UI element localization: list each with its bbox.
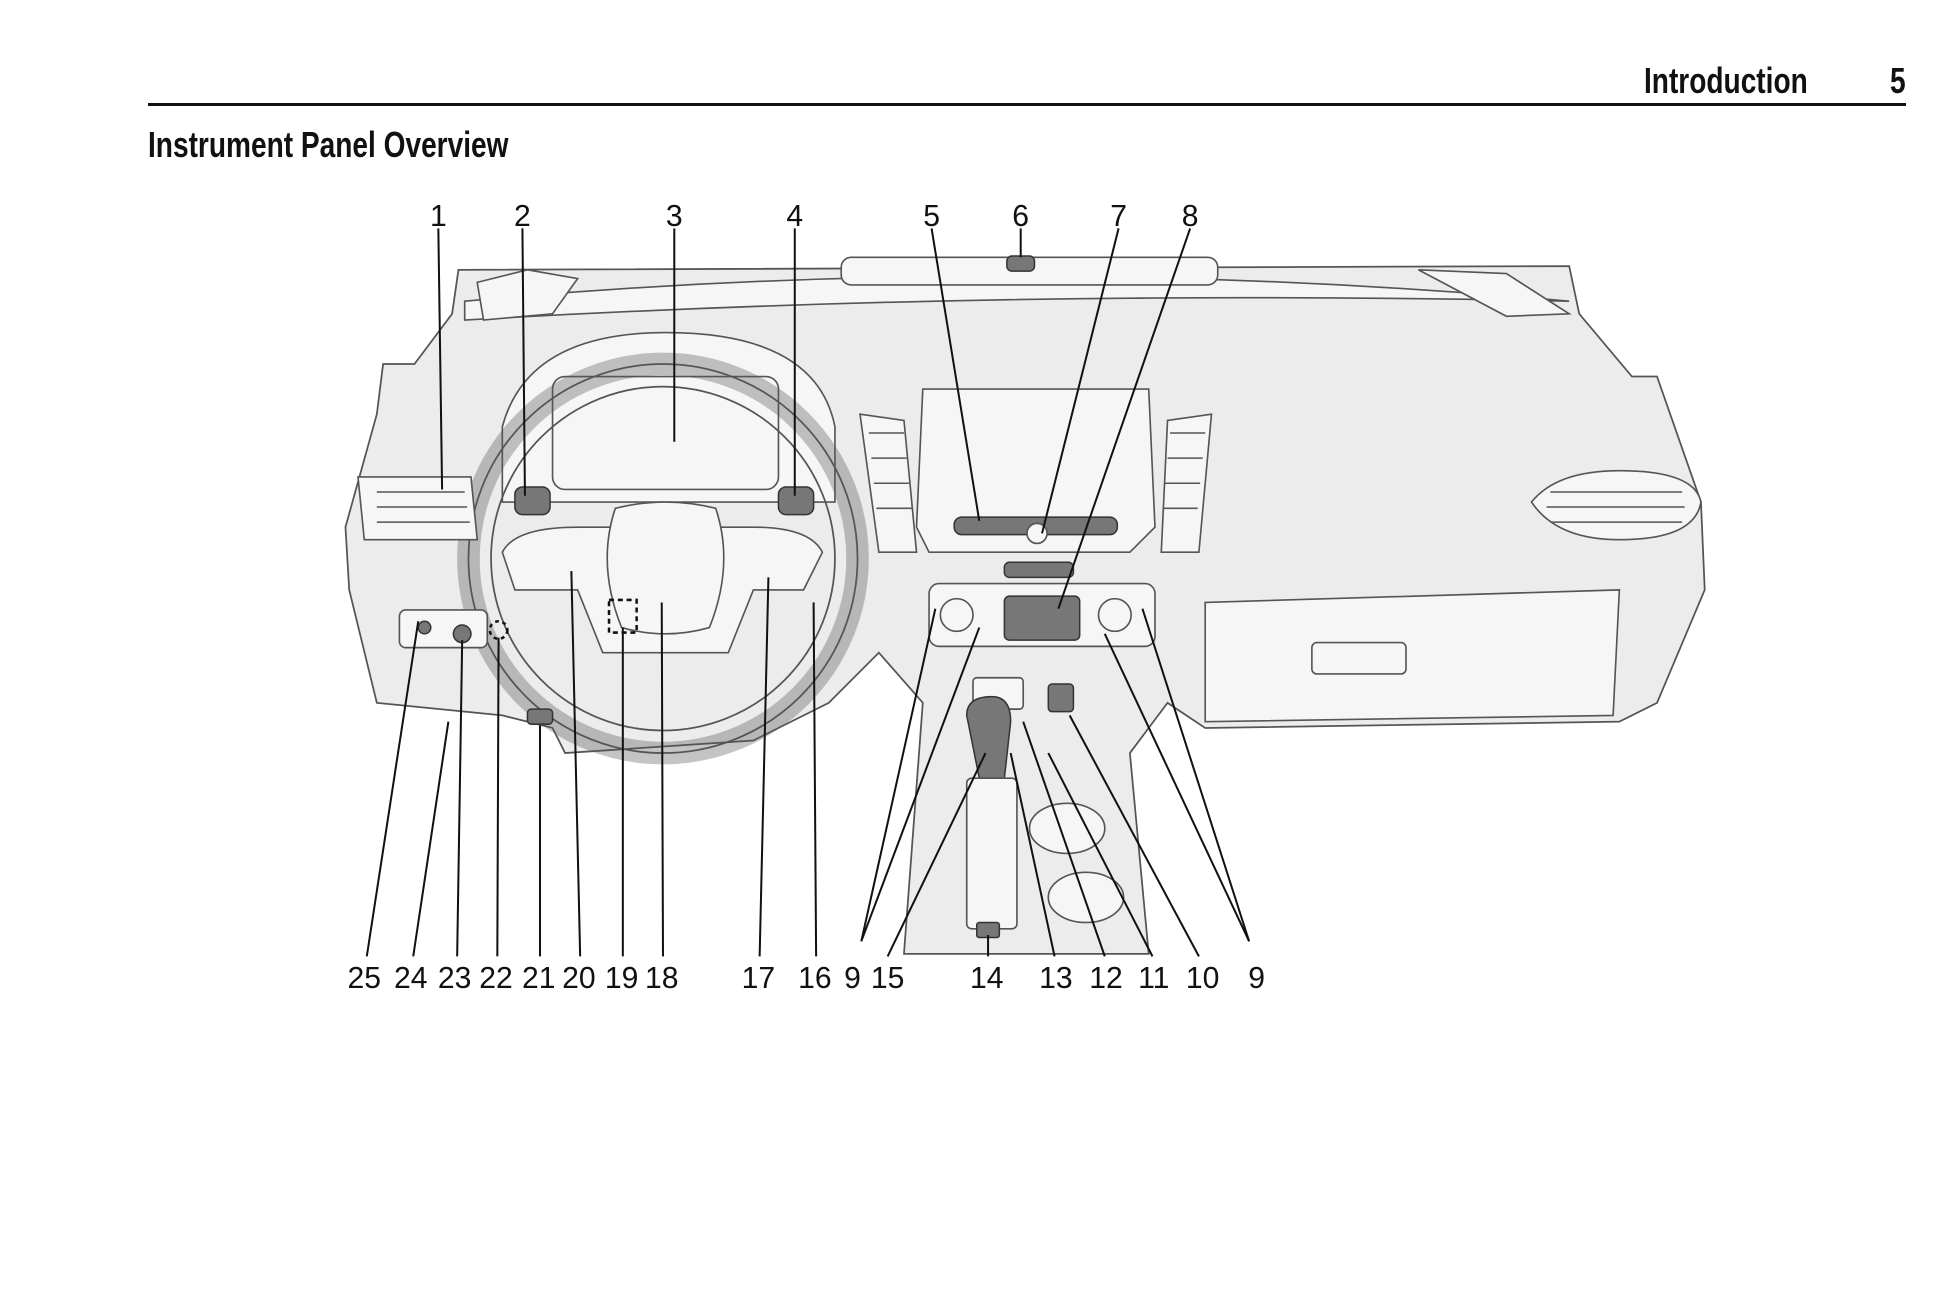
callout-17: 17 [742,962,776,995]
callout-3: 3 [666,200,683,233]
instrument-cluster [551,375,780,491]
callout-13: 13 [1039,962,1073,995]
callout-10: 10 [1186,962,1220,995]
callout-25: 25 [348,962,381,995]
callout-12: 12 [1089,962,1123,995]
callout-14: 14 [970,962,1004,995]
glovebox [1204,589,1621,723]
callout-20: 20 [562,962,596,995]
callout-7: 7 [1110,200,1127,233]
callout-4: 4 [786,200,803,233]
callout-19: 19 [605,962,639,995]
callout-1: 1 [430,200,447,233]
header-rule [148,103,1906,106]
callout-22: 22 [479,962,513,995]
steering-wheel-hub [606,501,725,635]
callout-2: 2 [514,200,531,233]
page-title: Instrument Panel Overview [148,124,509,165]
callout-5: 5 [923,200,940,233]
callout-18: 18 [645,962,679,995]
callout-6: 6 [1012,200,1029,233]
callout-15: 15 [871,962,905,995]
top-callout-labels: 1 2 3 4 5 6 7 8 [430,200,1199,233]
callout-11: 11 [1138,962,1169,995]
section-title: Introduction [1644,60,1808,101]
dashboard-illustration [344,255,1706,955]
center-display [915,388,1156,554]
callout-8: 8 [1182,200,1199,233]
sensor-icon [1006,255,1036,272]
callout-24: 24 [394,962,427,995]
callout-23: 23 [438,962,471,995]
page-number: 5 [1890,60,1906,101]
callout-leader-lines [365,228,1251,957]
callout-21: 21 [522,962,556,995]
shifter [965,695,1012,779]
callout-16: 16 [798,962,832,995]
callout-9-right: 9 [1248,962,1265,995]
bottom-callout-labels: 25 24 23 22 21 20 19 18 17 16 9 15 14 13… [348,962,1265,995]
callout-9-left: 9 [844,962,861,995]
